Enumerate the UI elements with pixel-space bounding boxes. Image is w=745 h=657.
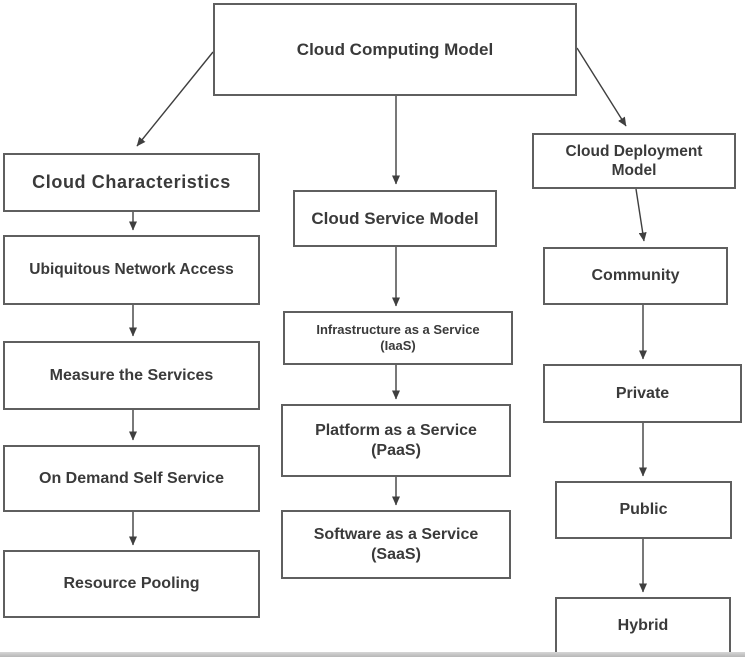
arrow-root-to-characteristics <box>136 51 214 147</box>
node-resource-pooling: Resource Pooling <box>3 550 260 618</box>
node-label: On Demand Self Service <box>39 469 224 487</box>
arrow-cdm-to-community <box>635 188 647 242</box>
node-sublabel: (IaaS) <box>380 338 416 353</box>
node-sublabel: (SaaS) <box>371 545 421 563</box>
node-private: Private <box>543 364 742 423</box>
node-measure-the-services: Measure the Services <box>3 341 260 410</box>
node-label: Infrastructure as a Service <box>316 321 480 337</box>
node-public: Public <box>555 481 732 539</box>
node-cloud-service-model: Cloud Service Model <box>293 190 497 247</box>
node-infrastructure-as-a-service: Infrastructure as a Service (IaaS) <box>283 311 513 365</box>
node-label: Cloud Characteristics <box>32 172 231 193</box>
node-cloud-computing-model: Cloud Computing Model <box>213 3 577 96</box>
node-community: Community <box>543 247 728 305</box>
node-sublabel: (PaaS) <box>371 441 421 459</box>
node-label: Hybrid <box>617 617 669 634</box>
node-platform-as-a-service: Platform as a Service (PaaS) <box>281 404 511 477</box>
node-label: Platform as a Service <box>315 421 477 439</box>
node-label: Public <box>619 501 668 518</box>
node-ubiquitous-network-access: Ubiquitous Network Access <box>3 235 260 305</box>
arrow-root-to-deployment <box>576 47 627 127</box>
node-label: Cloud Computing Model <box>296 39 494 59</box>
node-label: Resource Pooling <box>63 575 200 592</box>
node-label: Software as a Service <box>313 525 479 543</box>
scan-edge-strip <box>0 652 745 657</box>
node-label: Cloud Deployment <box>565 142 703 160</box>
node-sublabel: Model <box>611 162 657 179</box>
node-hybrid: Hybrid <box>555 597 731 655</box>
node-cloud-deployment-model: Cloud Deployment Model <box>532 133 736 189</box>
node-software-as-a-service: Software as a Service (SaaS) <box>281 510 511 579</box>
node-label: Measure the Services <box>49 366 214 384</box>
node-label: Private <box>615 384 670 402</box>
node-on-demand-self-service: On Demand Self Service <box>3 445 260 512</box>
node-label: Ubiquitous Network Access <box>29 261 234 279</box>
node-label: Community <box>591 267 680 284</box>
node-cloud-characteristics: Cloud Characteristics <box>3 153 260 212</box>
node-label: Cloud Service Model <box>311 208 479 228</box>
